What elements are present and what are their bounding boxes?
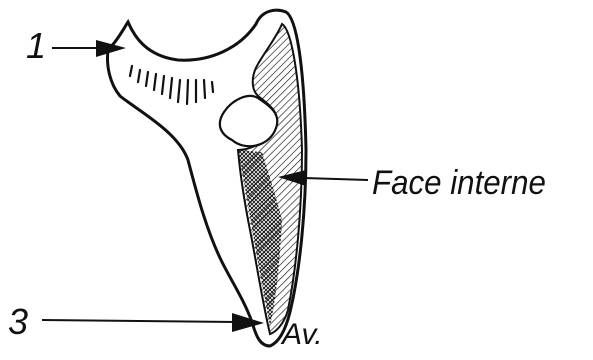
face-interne-label: Face interne bbox=[372, 166, 546, 200]
av-label: Av. bbox=[282, 320, 323, 350]
arrow-3 bbox=[42, 313, 264, 332]
callout-3-label: 3 bbox=[8, 304, 28, 340]
callout-1-label: 1 bbox=[26, 28, 46, 64]
